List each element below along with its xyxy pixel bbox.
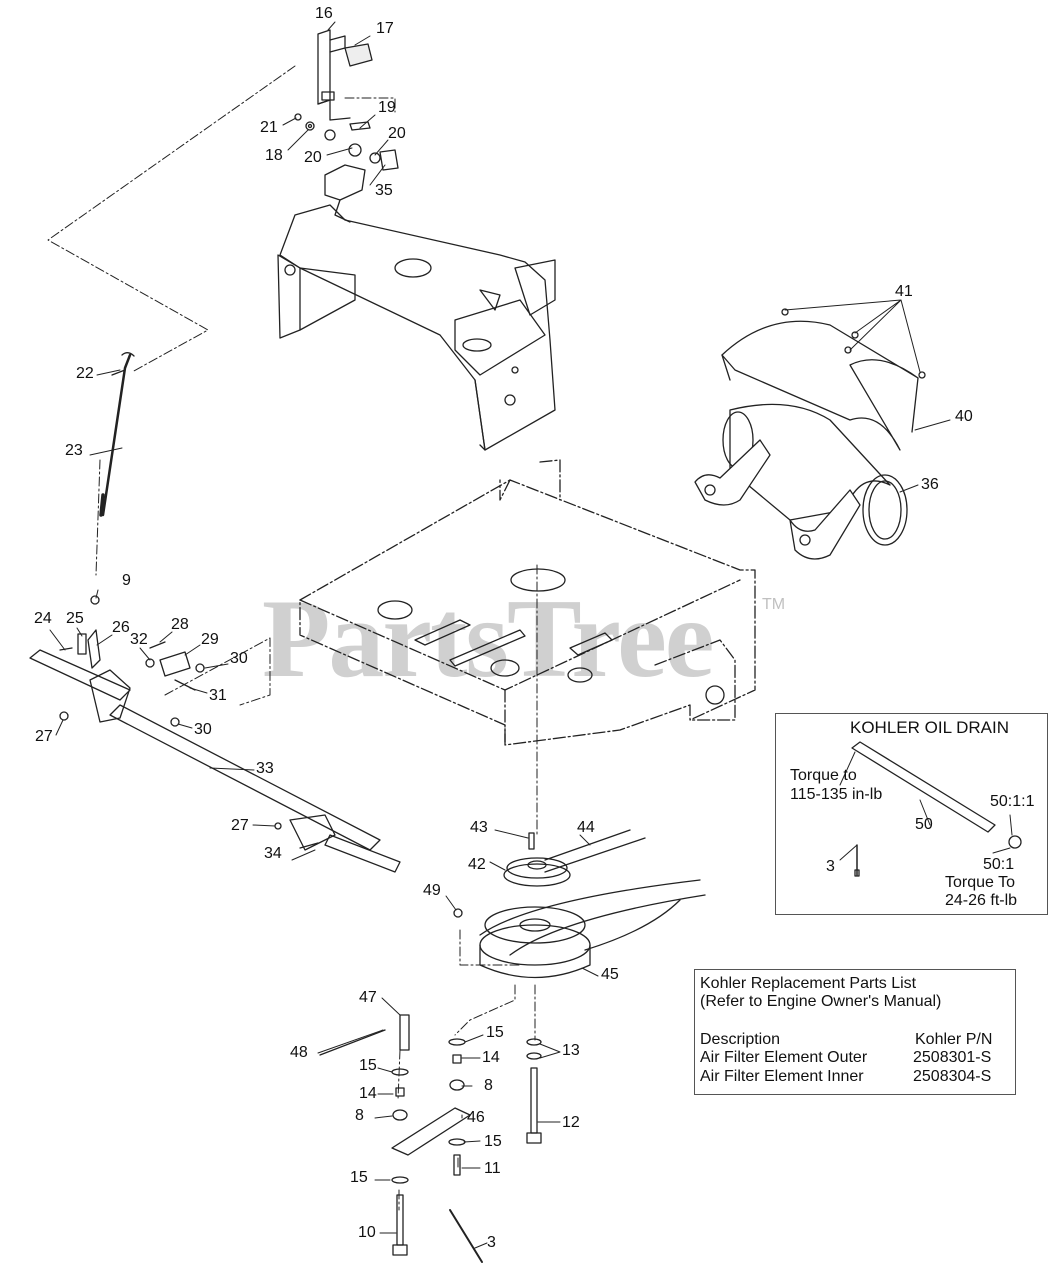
callout-47: 47 — [359, 989, 377, 1006]
callout-15: 15 — [484, 1133, 502, 1150]
belt-and-pulleys — [453, 829, 706, 979]
callout-28: 28 — [171, 616, 189, 633]
callout-12: 12 — [562, 1114, 580, 1131]
callout-8: 8 — [484, 1077, 493, 1094]
callout-48: 48 — [290, 1044, 308, 1061]
callout-17: 17 — [376, 20, 394, 37]
callout-43: 43 — [470, 819, 488, 836]
callout-45: 45 — [601, 966, 619, 983]
callout-29: 29 — [201, 631, 219, 648]
callout-15: 15 — [486, 1024, 504, 1041]
callout-11: 11 — [484, 1160, 501, 1177]
oil-drain-torque-value: 115-135 in-lb — [790, 786, 883, 803]
callout-49: 49 — [423, 882, 441, 899]
oil-drain-inset — [775, 713, 1048, 915]
callout-14: 14 — [482, 1049, 500, 1066]
callout-34: 34 — [264, 845, 282, 862]
oil-drain-torque2-label: Torque To — [945, 874, 1015, 891]
lower-hardware — [319, 1014, 542, 1263]
callout-42: 42 — [468, 856, 486, 873]
callout-13: 13 — [562, 1042, 580, 1059]
callout-14: 14 — [359, 1085, 377, 1102]
callout-44: 44 — [577, 819, 595, 836]
callout-10: 10 — [358, 1224, 376, 1241]
callout-41: 41 — [895, 283, 913, 300]
callout-36: 36 — [921, 476, 939, 493]
callout-15: 15 — [350, 1169, 368, 1186]
oil-drain-part-50-1: 50:1 — [983, 856, 1015, 873]
callout-32: 32 — [130, 631, 148, 648]
parts-list-subtitle: (Refer to Engine Owner's Manual) — [700, 993, 942, 1010]
callout-25: 25 — [66, 610, 84, 627]
parts-list-title: Kohler Replacement Parts List — [700, 975, 917, 992]
deck-chassis — [299, 459, 756, 746]
callout-9: 9 — [122, 572, 131, 589]
pivot-shaft — [29, 649, 401, 873]
oil-drain-part-50-1-1: 50:1:1 — [990, 793, 1035, 810]
callout-27: 27 — [231, 817, 249, 834]
oil-drain-torque2-value: 24-26 ft-lb — [945, 892, 1018, 909]
parts-list-header-pn: Kohler P/N — [915, 1031, 993, 1048]
callout-19: 19 — [378, 99, 396, 116]
watermark: PartsTree — [262, 577, 715, 701]
callout-16: 16 — [315, 5, 333, 22]
callout-40: 40 — [955, 408, 973, 425]
callout-3: 3 — [487, 1234, 496, 1251]
oil-drain-part-50: 50 — [915, 816, 933, 833]
parts-list-row-desc: Air Filter Element Outer — [700, 1049, 868, 1066]
callout-27: 27 — [35, 728, 53, 745]
callout-21: 21 — [260, 119, 278, 136]
callout-26: 26 — [112, 619, 130, 636]
callout-20: 20 — [388, 125, 406, 142]
oil-drain-parts — [851, 741, 1022, 877]
deck-holes — [377, 568, 725, 705]
control-rod — [99, 352, 135, 517]
callout-30: 30 — [194, 721, 212, 738]
leader-lines — [49, 21, 1013, 1249]
callout-46: 46 — [467, 1109, 485, 1126]
parts-list-row-pn: 2508304-S — [913, 1068, 992, 1085]
callout-20: 20 — [304, 149, 322, 166]
callout-35: 35 — [375, 182, 393, 199]
oil-drain-title: KOHLER OIL DRAIN — [850, 718, 1010, 737]
callout-8: 8 — [355, 1107, 364, 1124]
callout-24: 24 — [34, 610, 52, 627]
control-lever-bracket — [294, 29, 399, 223]
parts-list-box — [694, 969, 1016, 1095]
callout-18: 18 — [265, 147, 283, 164]
oil-drain-torque-label: Torque to — [790, 767, 857, 784]
callout-23: 23 — [65, 442, 83, 459]
callout-22: 22 — [76, 365, 94, 382]
assembly-guide-lines — [47, 65, 538, 1211]
parts-list-header-description: Description — [700, 1031, 781, 1048]
callout-15: 15 — [359, 1057, 377, 1074]
watermark-trademark: TM — [762, 596, 786, 613]
callout-31: 31 — [209, 687, 227, 704]
callout-30: 30 — [230, 650, 248, 667]
parts-list-row-pn: 2508301-S — [913, 1049, 992, 1066]
callout-33: 33 — [256, 760, 274, 777]
oil-drain-part-3: 3 — [826, 858, 835, 875]
muffler-assembly — [694, 308, 926, 560]
mounting-frame — [277, 204, 556, 451]
parts-list-row-desc: Air Filter Element Inner — [700, 1068, 864, 1085]
